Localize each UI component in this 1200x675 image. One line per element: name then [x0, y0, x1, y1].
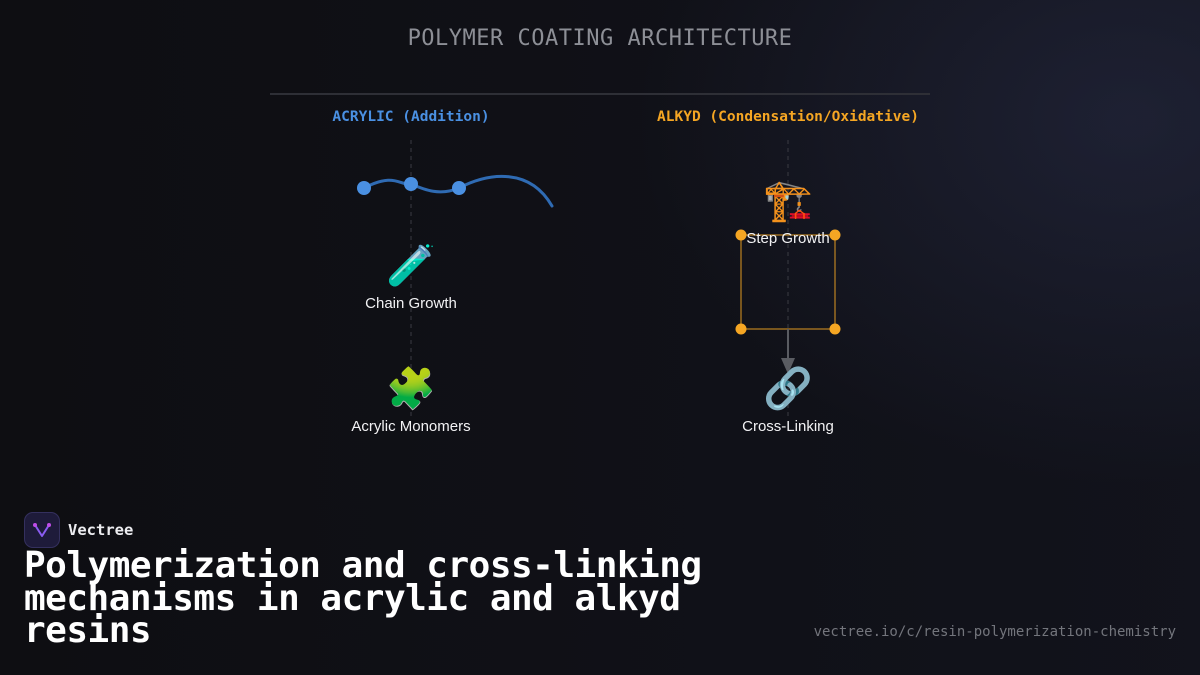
step-growth-node: 🏗️ Step Growth [703, 178, 873, 247]
network-node [829, 229, 841, 241]
headline: Polymerization and cross-linking mechani… [24, 545, 702, 651]
cross-linking-label: Cross-Linking [742, 418, 834, 435]
cross-linking-node: 🔗 Cross-Linking [703, 366, 873, 435]
chain-link-icon: 🔗 [763, 366, 813, 412]
brand[interactable]: Vectree [24, 512, 133, 548]
network-node [829, 323, 841, 335]
source-url[interactable]: vectree.io/c/resin-polymerization-chemis… [813, 624, 1176, 640]
acrylic-monomers-label: Acrylic Monomers [351, 418, 471, 435]
network-node [735, 229, 747, 241]
chain-monomer-bead [452, 181, 466, 195]
puzzle-piece-icon: 🧩 [386, 366, 436, 412]
vectree-logo-icon [24, 512, 60, 548]
crosslink-network-square [740, 234, 836, 330]
chain-monomer-bead [357, 181, 371, 195]
step-growth-label: Step Growth [746, 230, 830, 247]
diagram-title: POLYMER COATING ARCHITECTURE [407, 26, 793, 51]
brand-name: Vectree [68, 521, 134, 539]
flow-arrow-head [781, 358, 795, 374]
construction-crane-icon: 🏗️ [763, 178, 813, 224]
polymer-chain-curve [362, 174, 554, 208]
chain-growth-node: 🧪 Chain Growth [326, 243, 496, 312]
chain-growth-label: Chain Growth [365, 295, 457, 312]
acrylic-column-heading: ACRYLIC (Addition) [332, 109, 490, 125]
alkyd-column-heading: ALKYD (Condensation/Oxidative) [657, 109, 919, 125]
test-tube-icon: 🧪 [386, 243, 436, 289]
acrylic-monomers-node: 🧩 Acrylic Monomers [326, 366, 496, 435]
title-divider [270, 93, 930, 95]
chain-monomer-bead [404, 177, 418, 191]
network-node [735, 323, 747, 335]
